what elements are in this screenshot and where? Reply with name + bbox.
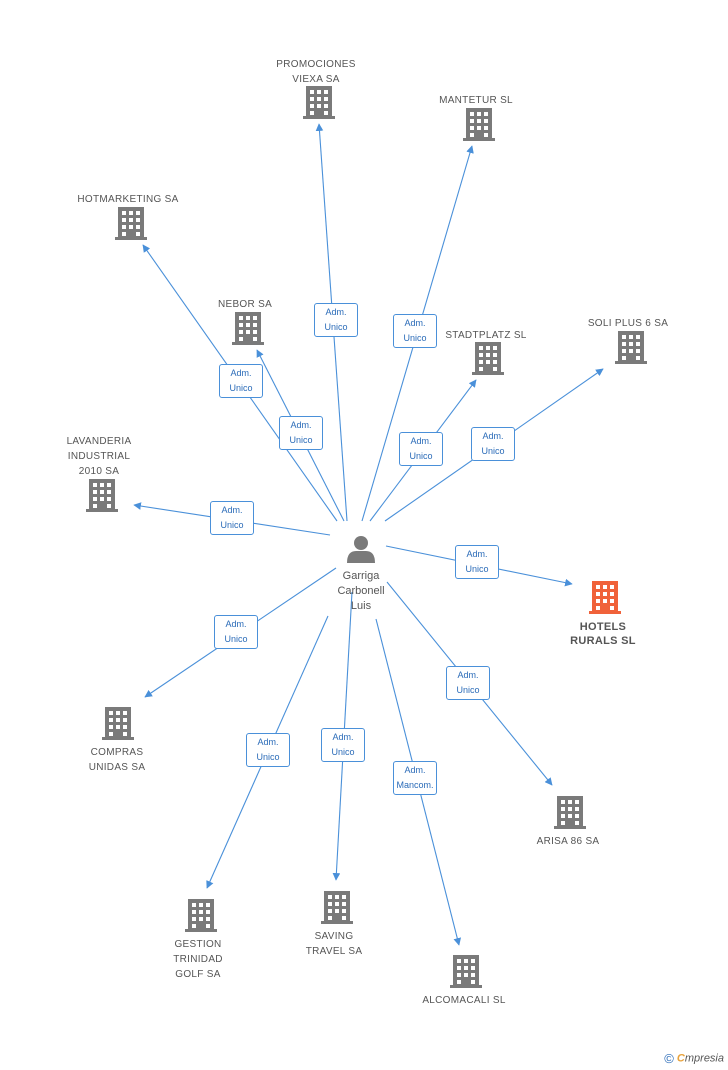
- edge-role-text: Adm.: [404, 318, 426, 328]
- footer-brand[interactable]: © Cmpresia: [664, 1051, 724, 1066]
- edge-role-label-soli-plus-6-sa[interactable]: Adm. Unico: [471, 427, 515, 461]
- building-icon[interactable]: [102, 707, 134, 740]
- edge-role-text: Unico: [256, 752, 280, 762]
- edge-role-text: Unico: [456, 685, 480, 695]
- company-label-alcomacali-sl[interactable]: ALCOMACALI SL: [404, 993, 524, 1008]
- edge-role-text: Adm.: [221, 505, 243, 515]
- edges-layer: [133, 123, 604, 946]
- company-name-line: SAVING: [314, 931, 354, 942]
- edge-role-text: Unico: [289, 435, 313, 445]
- company-label-saving-travel-sa[interactable]: SAVING TRAVEL SA: [274, 929, 394, 959]
- building-icon[interactable]: [115, 207, 147, 240]
- building-icon[interactable]: [86, 479, 118, 512]
- edge-role-text: Adm.: [230, 368, 252, 378]
- building-icon[interactable]: [554, 796, 586, 829]
- edge-role-text: Unico: [481, 446, 505, 456]
- edge-role-text: Unico: [220, 520, 244, 530]
- edge-role-text: Adm.: [257, 737, 279, 747]
- company-name-line: GESTION: [174, 939, 222, 950]
- edge-role-text: Unico: [229, 383, 253, 393]
- building-icon[interactable]: [615, 331, 647, 364]
- company-label-stadtplatz-sl[interactable]: STADTPLATZ SL: [426, 328, 546, 343]
- edge-role-label-saving-travel-sa[interactable]: Adm. Unico: [321, 728, 365, 762]
- building-icon[interactable]: [185, 899, 217, 932]
- edge-role-text: Adm.: [325, 307, 347, 317]
- company-name-line: VIEXA SA: [292, 74, 340, 85]
- edge-role-text: Adm.: [332, 732, 354, 742]
- edge-role-label-hotmarketing-sa[interactable]: Adm. Unico: [219, 364, 263, 398]
- company-label-hotmarketing-sa[interactable]: HOTMARKETING SA: [68, 192, 188, 207]
- nodes-layer: [86, 86, 647, 988]
- company-name-line: RURALS SL: [570, 635, 636, 647]
- person-icon[interactable]: [347, 536, 375, 563]
- company-name-line: STADTPLATZ SL: [445, 330, 527, 341]
- building-icon[interactable]: [450, 955, 482, 988]
- edge-role-label-mantetur-sl[interactable]: Adm. Unico: [393, 314, 437, 348]
- building-icon[interactable]: [303, 86, 335, 119]
- person-name-line: Luis: [350, 600, 372, 612]
- brand-logo: Cmpresia: [676, 1052, 724, 1065]
- company-label-arisa-86-sa[interactable]: ARISA 86 SA: [508, 834, 628, 849]
- company-label-nebor-sa[interactable]: NEBOR SA: [185, 297, 305, 312]
- edge-role-text: Unico: [331, 747, 355, 757]
- edge-role-text: Unico: [324, 322, 348, 332]
- edge-role-label-lavanderia-industrial-2010-sa[interactable]: Adm. Unico: [210, 501, 254, 535]
- edge-role-text: Adm.: [290, 420, 312, 430]
- company-name-line: GOLF SA: [175, 969, 221, 980]
- company-name-line: COMPRAS: [90, 747, 144, 758]
- company-name-line: PROMOCIONES: [276, 59, 356, 70]
- edge-role-text: Adm.: [466, 549, 488, 559]
- edge-role-text: Adm.: [482, 431, 504, 441]
- company-name-line: INDUSTRIAL: [67, 451, 131, 462]
- building-icon[interactable]: [232, 312, 264, 345]
- company-name-line: NEBOR SA: [217, 299, 273, 310]
- edge-role-label-arisa-86-sa[interactable]: Adm. Unico: [446, 666, 490, 700]
- edge-role-text: Adm.: [404, 765, 426, 775]
- company-label-soli-plus-6-sa[interactable]: SOLI PLUS 6 SA: [568, 316, 688, 331]
- edge-role-text: Unico: [409, 451, 433, 461]
- company-name-line: LAVANDERIA: [66, 436, 132, 447]
- edge-role-text: Unico: [224, 634, 248, 644]
- building-icon[interactable]: [589, 581, 621, 614]
- copyright-icon: ©: [664, 1051, 674, 1066]
- building-icon[interactable]: [463, 108, 495, 141]
- company-name-line: HOTELS: [579, 621, 627, 633]
- company-label-mantetur-sl[interactable]: MANTETUR SL: [416, 93, 536, 108]
- edge-role-text: Mancom.: [396, 780, 434, 790]
- building-icon[interactable]: [472, 342, 504, 375]
- edge-role-label-nebor-sa[interactable]: Adm. Unico: [279, 416, 323, 450]
- edge-role-text: Unico: [465, 564, 489, 574]
- company-name-line: ARISA 86 SA: [536, 836, 600, 847]
- edge-role-label-promociones-viexa-sa[interactable]: Adm. Unico: [314, 303, 358, 337]
- company-label-promociones-viexa-sa[interactable]: PROMOCIONES VIEXA SA: [256, 57, 376, 87]
- edge-role-label-stadtplatz-sl[interactable]: Adm. Unico: [399, 432, 443, 466]
- company-label-lavanderia-industrial-2010-sa[interactable]: LAVANDERIA INDUSTRIAL 2010 SA: [39, 434, 159, 479]
- edge-role-text: Unico: [403, 333, 427, 343]
- edge-role-label-alcomacali-sl[interactable]: Adm. Mancom.: [393, 761, 437, 795]
- company-name-line: 2010 SA: [78, 466, 120, 477]
- company-name-line: TRINIDAD: [173, 954, 223, 965]
- edge-role-text: Adm.: [410, 436, 432, 446]
- edge-role-label-gestion-trinidad-golf-sa[interactable]: Adm. Unico: [246, 733, 290, 767]
- person-name-line: Garriga: [342, 570, 380, 582]
- company-name-line: SOLI PLUS 6 SA: [587, 318, 669, 329]
- company-name-line: TRAVEL SA: [305, 946, 363, 957]
- edge-role-text: Adm.: [457, 670, 479, 680]
- company-name-line: UNIDAS SA: [88, 762, 146, 773]
- edge-role-text: Adm.: [225, 619, 247, 629]
- building-icon[interactable]: [321, 891, 353, 924]
- edge-role-label-compras-unidas-sa[interactable]: Adm. Unico: [214, 615, 258, 649]
- company-label-gestion-trinidad-golf-sa[interactable]: GESTION TRINIDAD GOLF SA: [138, 937, 258, 982]
- company-name-line: MANTETUR SL: [439, 95, 513, 106]
- company-label-compras-unidas-sa[interactable]: COMPRAS UNIDAS SA: [57, 745, 177, 775]
- company-name-line: ALCOMACALI SL: [422, 995, 506, 1006]
- person-name-line: Carbonell: [337, 585, 385, 597]
- edge-role-label-hotels-rurals-sl[interactable]: Adm. Unico: [455, 545, 499, 579]
- company-label-hotels-rurals-sl[interactable]: HOTELS RURALS SL: [543, 620, 663, 648]
- company-name-line: HOTMARKETING SA: [77, 194, 179, 205]
